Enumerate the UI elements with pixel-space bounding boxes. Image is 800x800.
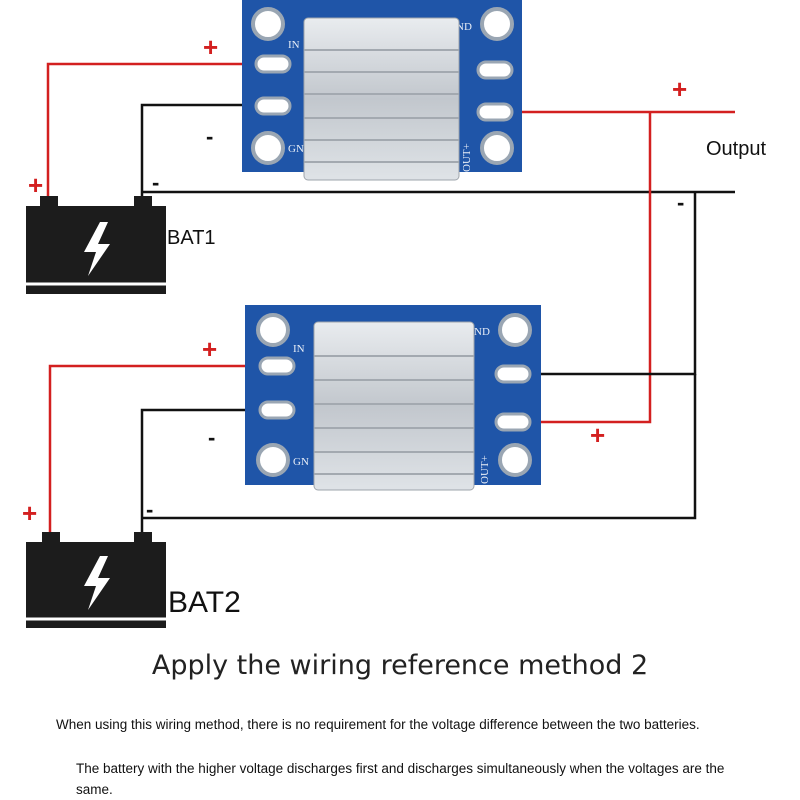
- mount-hole: [480, 131, 514, 165]
- bat1-label: BAT1: [167, 227, 216, 249]
- mount-hole: [251, 7, 285, 41]
- mount-hole: [251, 131, 285, 165]
- bat2-minus-sign: -: [146, 497, 153, 522]
- wires: [46, 62, 735, 535]
- mount-hole: [256, 443, 290, 477]
- caption-note-1: When using this wiring method, there is …: [56, 717, 700, 732]
- mount-hole: [256, 313, 290, 347]
- nd-label: ND: [474, 326, 490, 338]
- bat2-positive-wire: [48, 364, 278, 535]
- bat1-positive-wire: [46, 62, 278, 198]
- output-plus-sign: +: [672, 74, 687, 104]
- heatsink-fins: [304, 49, 459, 163]
- bat2-negative-return-wire: [142, 374, 697, 520]
- terminal-pad: [494, 364, 532, 384]
- terminal-pad: [476, 102, 514, 122]
- bat2-wire-minus-sign: -: [208, 425, 215, 450]
- mount-hole: [480, 7, 514, 41]
- lightning-bolt-icon: [84, 222, 110, 276]
- gnd-label: GN: [288, 143, 304, 155]
- bat1-negative-wire: [140, 103, 278, 198]
- gnd-label: GN: [293, 456, 309, 468]
- terminal-pad: [254, 54, 292, 74]
- battery-terminal-positive: [40, 196, 58, 206]
- module2-out-positive-wire: [505, 112, 652, 424]
- mount-hole: [498, 313, 532, 347]
- bat2-negative-wire: [140, 408, 278, 535]
- battery-1: [26, 196, 166, 294]
- terminal-pad: [494, 412, 532, 432]
- bat2-label: BAT2: [168, 586, 241, 619]
- converter-module-1: IN GN ND OUT+: [242, 0, 522, 181]
- battery-terminal-negative: [134, 532, 152, 542]
- caption-title: Apply the wiring reference method 2: [151, 650, 649, 681]
- bat1-wire-minus-sign: -: [206, 124, 213, 149]
- bat1-wire-plus-sign: +: [203, 32, 218, 62]
- heatsink: [303, 17, 460, 181]
- bat1-minus-sign: -: [152, 170, 159, 195]
- bat2-plus-sign: +: [22, 498, 37, 528]
- converter-module-2: IN GN ND OUT+: [245, 305, 541, 491]
- in-label: IN: [288, 39, 300, 51]
- output-label: Output: [706, 138, 766, 160]
- terminal-pad: [476, 60, 514, 80]
- heatsink-fins: [314, 355, 474, 475]
- bat1-plus-sign: +: [28, 170, 43, 200]
- out-label: OUT+: [479, 455, 491, 484]
- output-minus-sign: -: [677, 190, 684, 215]
- lightning-bolt-icon: [84, 556, 110, 610]
- caption-note-2: The battery with the higher voltage disc…: [76, 761, 725, 797]
- heatsink: [313, 321, 475, 491]
- in-label: IN: [293, 343, 305, 355]
- battery-terminal-positive: [42, 532, 60, 542]
- module2-out-plus-sign: +: [590, 420, 605, 450]
- out-label: OUT+: [461, 143, 473, 172]
- bat2-wire-plus-sign: +: [202, 334, 217, 364]
- mount-hole: [498, 443, 532, 477]
- terminal-pad: [258, 400, 296, 420]
- battery-2: [26, 532, 166, 628]
- battery-terminal-negative: [134, 196, 152, 206]
- nd-label: ND: [456, 21, 472, 33]
- terminal-pad: [258, 356, 296, 376]
- terminal-pad: [254, 96, 292, 116]
